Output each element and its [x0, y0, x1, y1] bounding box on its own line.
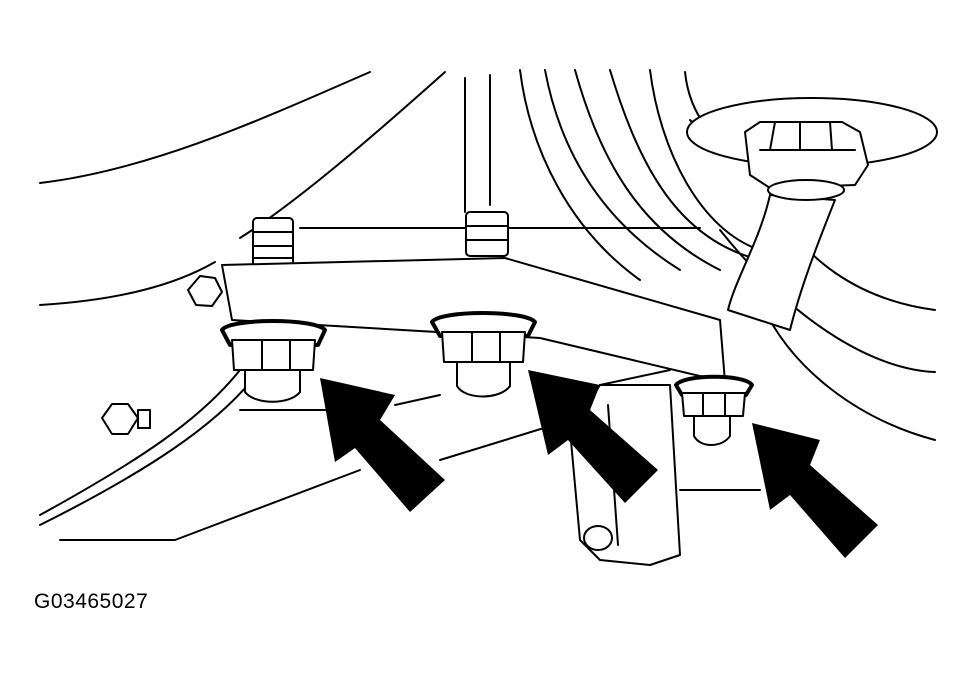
upper-mount-assembly	[686, 97, 938, 331]
flange-nut-1	[220, 319, 327, 403]
flange-nut-2	[430, 311, 537, 398]
callout-arrow-2	[528, 370, 658, 503]
bracket-bolt	[583, 525, 613, 551]
side-bolt-lower-left	[101, 403, 151, 435]
side-bolt-left	[187, 275, 223, 307]
flange-nut-3	[674, 374, 754, 446]
callout-arrow-1	[320, 378, 445, 512]
callout-arrow-3	[752, 423, 878, 558]
upper-studs	[252, 211, 509, 269]
figure-id-label: G03465027	[34, 590, 149, 613]
